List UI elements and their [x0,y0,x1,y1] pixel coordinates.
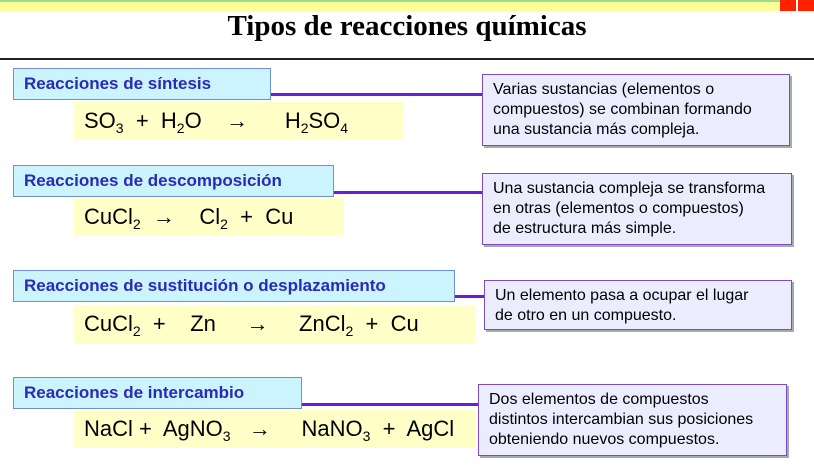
description-line: de otro en un compuesto. [495,307,677,324]
subscript: 4 [340,120,349,136]
corner-block-left [780,0,796,11]
description-decomposition: Una sustancia compleja se transforma en o… [482,173,792,245]
description-line: una sustancia más compleja. [493,121,700,138]
equation-substitution: CuCl2 + Zn → ZnCl2 + Cu [74,305,476,343]
reaction-label-synthesis: Reacciones de síntesis [13,68,271,100]
connector-line-substitution [453,295,485,298]
corner-block-right [798,0,814,11]
reaction-label-decomposition: Reacciones de descomposición [13,165,334,197]
title-divider [0,58,814,60]
description-synthesis: Varias sustancias (elementos o compuestos… [482,74,790,146]
description-line: en otras (elementos o compuestos) [493,200,744,217]
subscript: 2 [300,120,309,136]
equation-exchange: NaCl + AgNO3 → NaNO3 + AgCl [74,410,476,448]
description-line: distintos intercambian sus posiciones [489,411,754,428]
top-decorative-bar [0,0,780,11]
description-line: obteniendo nuevos compuestos. [489,431,720,448]
description-exchange: Dos elementos de compuestos distintos int… [478,384,787,456]
subscript: 3 [362,428,371,444]
reaction-label-substitution: Reacciones de sustitución o desplazamien… [13,270,455,302]
description-line: compuestos) se combinan formando [493,101,752,118]
description-line: de estructura más simple. [493,220,677,237]
equation-synthesis: SO3 + H2O → H2SO4 [74,102,403,140]
connector-line-decomposition [333,191,483,194]
subscript: 3 [115,120,124,136]
subscript: 2 [132,216,141,232]
reaction-label-exchange: Reacciones de intercambio [13,377,302,409]
equation-decomposition: CuCl2 → Cl2 + Cu [74,198,344,236]
description-line: Varias sustancias (elementos o [493,81,715,98]
subscript: 3 [222,428,231,444]
subscript: 2 [220,216,228,232]
page-title: Tipos de reacciones químicas [227,10,587,42]
description-line: Un elemento pasa a ocupar el lugar [495,287,749,304]
subscript: 2 [345,323,354,339]
connector-line-synthesis [270,93,483,96]
description-line: Dos elementos de compuestos [489,391,709,408]
description-substitution: Un elemento pasa a ocupar el lugar de otr… [484,280,792,330]
description-line: Una sustancia compleja se transforma [493,180,766,197]
subscript: 2 [176,120,185,136]
connector-line-exchange [301,403,479,406]
subscript: 2 [132,323,141,339]
